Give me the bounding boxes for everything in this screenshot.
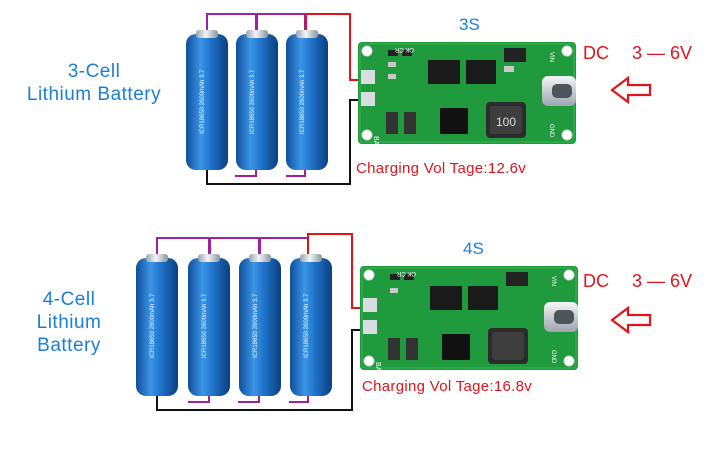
svg-text:GND: GND [550, 350, 556, 364]
bottom-pcb: BAT OK CR VIN GND [360, 266, 578, 376]
svg-text:ICR18650 2600mAh 3.7: ICR18650 2600mAh 3.7 [250, 69, 256, 134]
svg-text:BAT: BAT [374, 362, 381, 376]
top-charging-label: Charging Vol Tage:12.6v [356, 160, 527, 177]
red-arrow-left-icon [610, 305, 652, 335]
top-pcb: 100 BAT OK CR VIN GND [358, 42, 576, 150]
bottom-wire-black [156, 329, 366, 411]
svg-text:OK CR: OK CR [396, 270, 416, 276]
top-dc-label: DC [583, 43, 609, 63]
bottom-board-title: 4S [463, 239, 484, 258]
svg-text:GND: GND [548, 124, 554, 138]
bottom-cell-label-line-3: Battery [37, 335, 101, 356]
bottom-assembly: ICR18650 2600mAh 3.7 ICR18650 2600mAh 3.… [136, 233, 652, 411]
red-arrow-left-icon [610, 75, 652, 105]
battery-cell: ICR18650 2600mAh 3.7 [186, 30, 228, 170]
bottom-cell-label-line-2: Lithium [36, 312, 102, 333]
top-wire-black [206, 99, 364, 185]
top-assembly: ICR18650 2600mAh 3.7 ICR18650 2600mAh 3.… [186, 13, 652, 185]
svg-text:ICR18650 2600mAh 3.7: ICR18650 2600mAh 3.7 [304, 293, 310, 358]
bottom-charging-label: Charging Vol Tage:16.8v [362, 378, 533, 395]
top-cell-label: 3-Cell Lithium Battery [6, 60, 182, 106]
battery-cell: ICR18650 2600mAh 3.7 [136, 254, 178, 396]
bottom-cell-label-line-1: 4-Cell [42, 289, 96, 310]
top-voltage-range: 3 — 6V [632, 43, 693, 63]
bottom-wires [156, 233, 366, 411]
top-board-title: 3S [459, 15, 480, 34]
svg-text:ICR18650 2600mAh 3.7: ICR18650 2600mAh 3.7 [202, 293, 208, 358]
svg-text:ICR18650 2600mAh 3.7: ICR18650 2600mAh 3.7 [253, 293, 259, 358]
bottom-wire-red [307, 233, 366, 309]
bottom-cell-label: 4-Cell Lithium Battery [16, 288, 122, 357]
bottom-voltage-range: 3 — 6V [632, 271, 693, 291]
top-wire-red [305, 13, 364, 81]
svg-text:BAT: BAT [372, 136, 379, 150]
top-batteries: ICR18650 2600mAh 3.7 ICR18650 2600mAh 3.… [186, 30, 328, 170]
bottom-dc-label: DC [583, 271, 609, 291]
top-cell-label-line-2: Lithium Battery [26, 84, 162, 105]
svg-text:ICR18650 2600mAh 3.7: ICR18650 2600mAh 3.7 [200, 69, 206, 134]
svg-text:OK CR: OK CR [394, 46, 414, 52]
battery-cell: ICR18650 2600mAh 3.7 [236, 30, 278, 170]
svg-text:VIN: VIN [550, 276, 556, 286]
svg-text:ICR18650 2600mAh 3.7: ICR18650 2600mAh 3.7 [300, 69, 306, 134]
battery-cell: ICR18650 2600mAh 3.7 [290, 254, 332, 396]
top-cell-label-line-1: 3-Cell [67, 61, 121, 82]
svg-text:100: 100 [496, 115, 516, 129]
bottom-batteries: ICR18650 2600mAh 3.7 ICR18650 2600mAh 3.… [136, 254, 332, 396]
battery-cell: ICR18650 2600mAh 3.7 [286, 30, 328, 170]
battery-cell: ICR18650 2600mAh 3.7 [188, 254, 230, 396]
svg-text:VIN: VIN [548, 52, 554, 62]
svg-text:ICR18650 2600mAh 3.7: ICR18650 2600mAh 3.7 [150, 293, 156, 358]
battery-cell: ICR18650 2600mAh 3.7 [239, 254, 281, 396]
top-wires [206, 13, 364, 185]
